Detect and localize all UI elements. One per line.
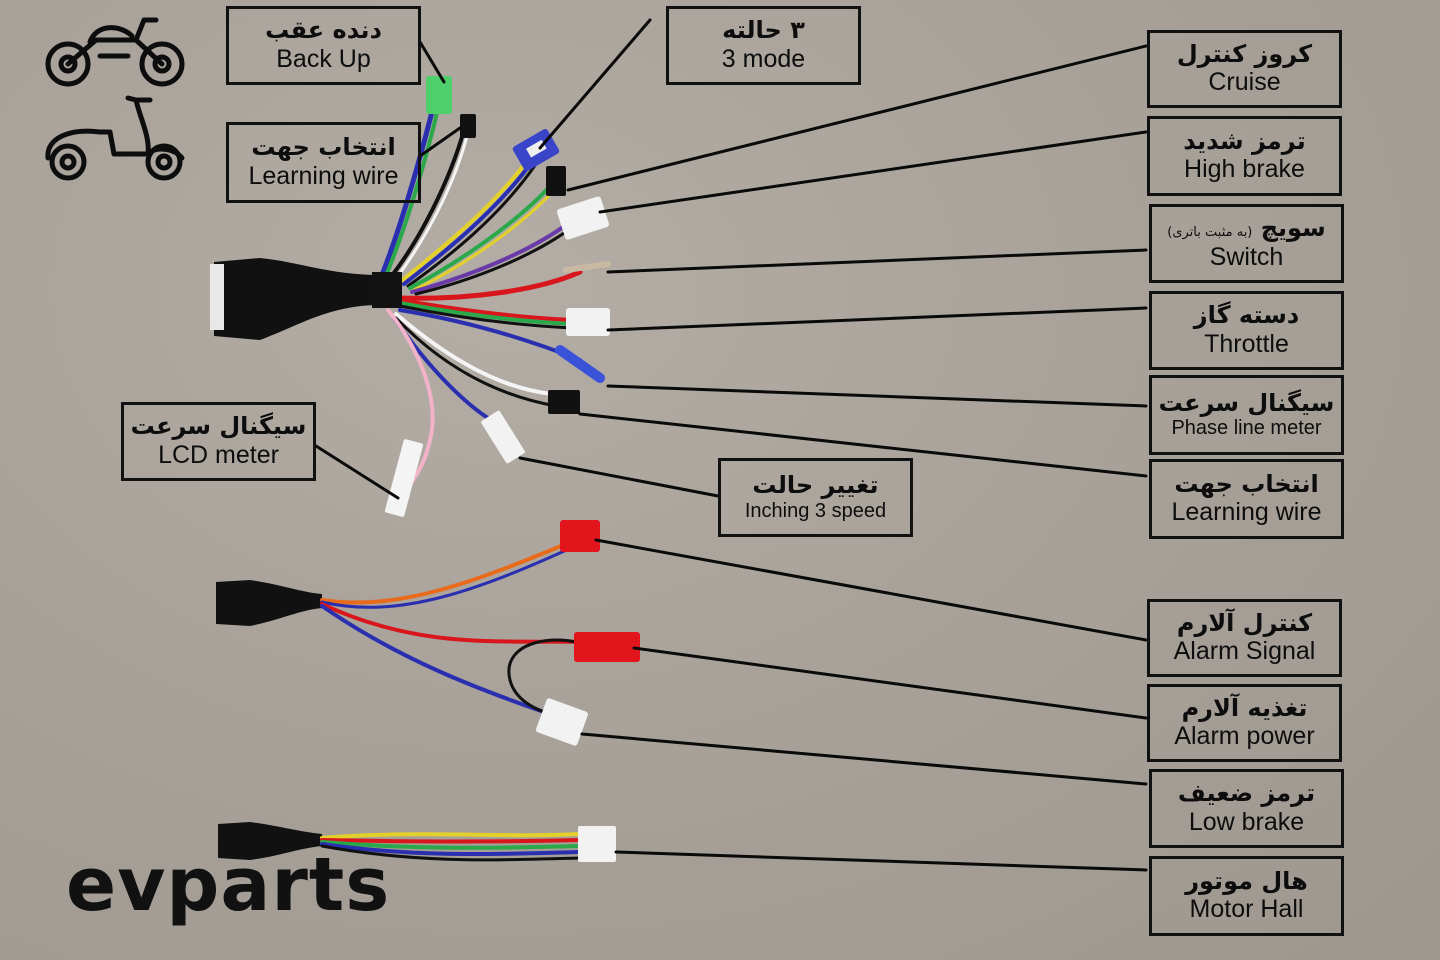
label-learning-wire-top-en: Learning wire [248, 161, 399, 190]
alarm-signal-connector [560, 520, 600, 552]
inching-connector [481, 410, 525, 464]
learning-top-connector [460, 114, 476, 138]
label-alarm-signal-fa: کنترل آلارم [1176, 608, 1313, 637]
motor-hall-harness [218, 822, 616, 862]
label-alarm-power-en: Alarm power [1174, 722, 1315, 751]
label-lcd-meter-en: LCD meter [158, 440, 279, 469]
label-learning-wire-top-fa: انتخاب جهت [251, 133, 396, 162]
label-learning-wire-top: انتخاب جهت Learning wire [226, 122, 421, 203]
label-learning-wire-right-fa: انتخاب جهت [1174, 469, 1319, 498]
label-motor-hall-en: Motor Hall [1189, 895, 1304, 924]
label-lcd-meter: سیگنال سرعت LCD meter [121, 402, 316, 481]
label-switch-en: Switch [1209, 242, 1284, 271]
label-alarm-power: تغذیه آلارم Alarm power [1147, 684, 1342, 762]
lcd-meter-connector [384, 439, 424, 517]
label-back-up-fa: دنده عقب [265, 16, 382, 45]
label-low-brake: ترمز ضعیف Low brake [1149, 769, 1344, 848]
label-inching-3-speed-fa: تغییر حالت [752, 471, 879, 500]
label-motor-hall: هال موتور Motor Hall [1149, 856, 1344, 936]
label-learning-wire-right: انتخاب جهت Learning wire [1149, 459, 1344, 539]
label-low-brake-fa: ترمز ضعیف [1177, 779, 1316, 808]
label-cruise-fa: کروز کنترل [1176, 39, 1313, 68]
label-switch-note: (به مثبت باتری) [1167, 225, 1253, 241]
label-throttle: دسته گاز Throttle [1149, 291, 1344, 370]
label-throttle-fa: دسته گاز [1193, 301, 1300, 330]
switch-terminal [563, 261, 611, 273]
label-throttle-en: Throttle [1204, 329, 1289, 358]
label-alarm-signal-en: Alarm Signal [1173, 637, 1316, 666]
alarm-harness [216, 520, 640, 746]
main-connector [210, 258, 402, 340]
back-up-connector [426, 76, 452, 114]
label-back-up: دنده عقب Back Up [226, 6, 421, 85]
low-brake-connector [536, 698, 588, 746]
label-high-brake: ترمز شدید High brake [1147, 116, 1342, 196]
scooter-icon [45, 95, 185, 181]
label-phase-line-meter-en: Phase line meter [1171, 417, 1322, 440]
label-switch-fa-main: سویچ [1260, 214, 1326, 243]
label-alarm-power-fa: تغذیه آلارم [1181, 693, 1308, 722]
motor-hall-connector [578, 826, 616, 862]
throttle-connector [566, 308, 610, 336]
label-learning-wire-right-en: Learning wire [1171, 498, 1322, 527]
label-cruise: کروز کنترل Cruise [1147, 30, 1342, 108]
label-cruise-en: Cruise [1208, 68, 1281, 97]
label-back-up-en: Back Up [276, 44, 371, 73]
label-high-brake-en: High brake [1184, 155, 1305, 184]
label-lcd-meter-fa: سیگنال سرعت [130, 412, 307, 441]
label-switch: سویچ (به مثبت باتری) Switch [1149, 204, 1344, 283]
label-motor-hall-fa: هال موتور [1185, 866, 1308, 895]
brand-logo: evparts [66, 842, 391, 928]
label-phase-line-meter-fa: سیگنال سرعت [1158, 388, 1335, 417]
blue-spade-terminal [555, 345, 605, 383]
cruise-connector [546, 166, 566, 196]
leader-lines [314, 18, 1148, 872]
alarm-power-connector [574, 632, 640, 662]
label-high-brake-fa: ترمز شدید [1183, 126, 1306, 155]
high-brake-connector [556, 196, 610, 240]
label-three-mode-fa: ۳ حالته [722, 16, 805, 45]
phase-meter-connector [548, 390, 580, 414]
label-three-mode: ۳ حالته 3 mode [666, 6, 861, 85]
label-inching-3-speed-en: Inching 3 speed [744, 499, 887, 522]
label-alarm-signal: کنترل آلارم Alarm Signal [1147, 599, 1342, 677]
label-low-brake-en: Low brake [1188, 807, 1305, 836]
motorcycle-icon [45, 17, 185, 87]
label-switch-fa: سویچ (به مثبت باتری) [1167, 215, 1325, 243]
label-phase-line-meter: سیگنال سرعت Phase line meter [1149, 375, 1344, 455]
label-inching-3-speed: تغییر حالت Inching 3 speed [718, 458, 913, 537]
label-three-mode-en: 3 mode [721, 44, 806, 73]
